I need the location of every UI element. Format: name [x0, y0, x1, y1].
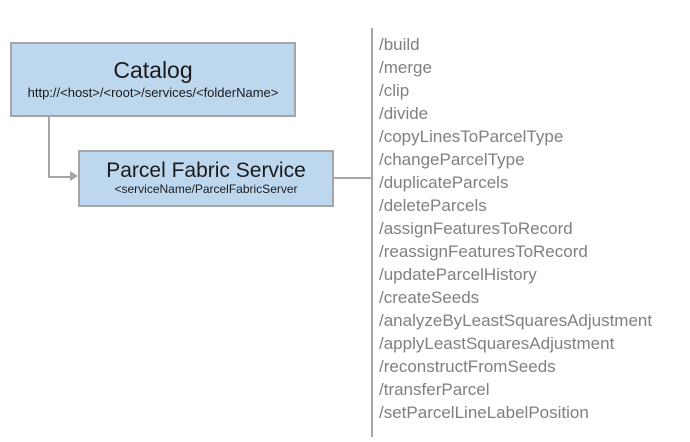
node-parcel-fabric-service: Parcel Fabric Service <serviceName/Parce… [78, 150, 334, 207]
list-item: /build [379, 35, 420, 54]
list-item: /createSeeds [379, 288, 480, 307]
list-item: /transferParcel [379, 380, 490, 399]
list-item: /analyzeByLeastSquaresAdjustment [379, 311, 653, 330]
node-catalog: Catalog http://<host>/<root>/services/<f… [10, 42, 296, 117]
connector-catalog-horizontal [48, 176, 72, 178]
connector-service-to-operations [334, 177, 372, 179]
connector-catalog-vertical [48, 117, 50, 178]
arrowhead-icon [70, 171, 78, 181]
list-item: /copyLinesToParcelType [379, 127, 564, 146]
node-catalog-url: http://<host>/<root>/services/<folderNam… [27, 85, 279, 101]
operations-divider [371, 28, 373, 437]
list-item: /deleteParcels [379, 196, 487, 215]
list-item: /merge [379, 58, 432, 77]
list-item: /updateParcelHistory [379, 265, 537, 284]
list-item: /duplicateParcels [379, 173, 509, 192]
list-item: /divide [379, 104, 429, 123]
node-service-path: <serviceName/ParcelFabricServer [114, 182, 298, 197]
node-service-title: Parcel Fabric Service [106, 159, 306, 183]
node-catalog-title: Catalog [113, 57, 193, 84]
list-item: /changeParcelType [379, 150, 525, 169]
list-item: /setParcelLineLabelPosition [379, 403, 589, 422]
list-item: /clip [379, 81, 410, 100]
list-item: /assignFeaturesToRecord [379, 219, 573, 238]
list-item: /applyLeastSquaresAdjustment [379, 334, 615, 353]
list-item: /reconstructFromSeeds [379, 357, 556, 376]
list-item: /reassignFeaturesToRecord [379, 242, 588, 261]
operations-list: /build /merge /clip /divide /copyLinesTo… [379, 33, 684, 424]
